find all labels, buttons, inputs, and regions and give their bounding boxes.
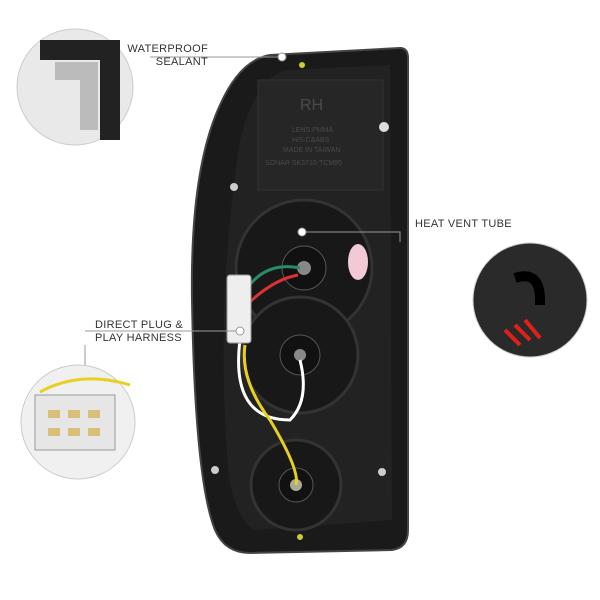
callout-text: PLAY HARNESS	[95, 332, 182, 344]
marking-side: RH	[300, 97, 323, 114]
marking-lens: LENS:PMMA	[292, 127, 334, 134]
callout-dot	[277, 52, 287, 62]
bulb-socket-middle	[240, 295, 360, 415]
callout-lines	[84, 56, 401, 365]
harness-plug-closeup	[20, 364, 136, 480]
callout-heat-vent-tube: HEAT VENT TUBE	[415, 218, 512, 230]
marking-origin: MADE IN TAIWAN	[283, 147, 340, 154]
callout-text: WATERPROOF	[127, 43, 208, 55]
callout-text: SEALANT	[155, 56, 208, 68]
callout-waterproof-sealant: WATERPROOF SEALANT	[100, 43, 208, 69]
callout-dot	[235, 326, 245, 336]
waterproof-sealant-closeup	[16, 28, 134, 146]
marking-part: SONAR SK3710-TCM95	[265, 160, 342, 167]
callout-harness: DIRECT PLUG & PLAY HARNESS	[95, 319, 183, 345]
heat-vent-tube-closeup	[472, 242, 588, 358]
callout-dot	[297, 227, 307, 237]
marking-housing: H/S:C&ABS	[292, 137, 330, 144]
sticker	[348, 244, 368, 280]
harness-connector	[226, 274, 252, 344]
bulb-socket-top	[234, 198, 374, 338]
lamp-markings: RH LENS:PMMA H/S:C&ABS MADE IN TAIWAN SO…	[265, 97, 342, 167]
callout-text: DIRECT PLUG &	[95, 319, 184, 331]
